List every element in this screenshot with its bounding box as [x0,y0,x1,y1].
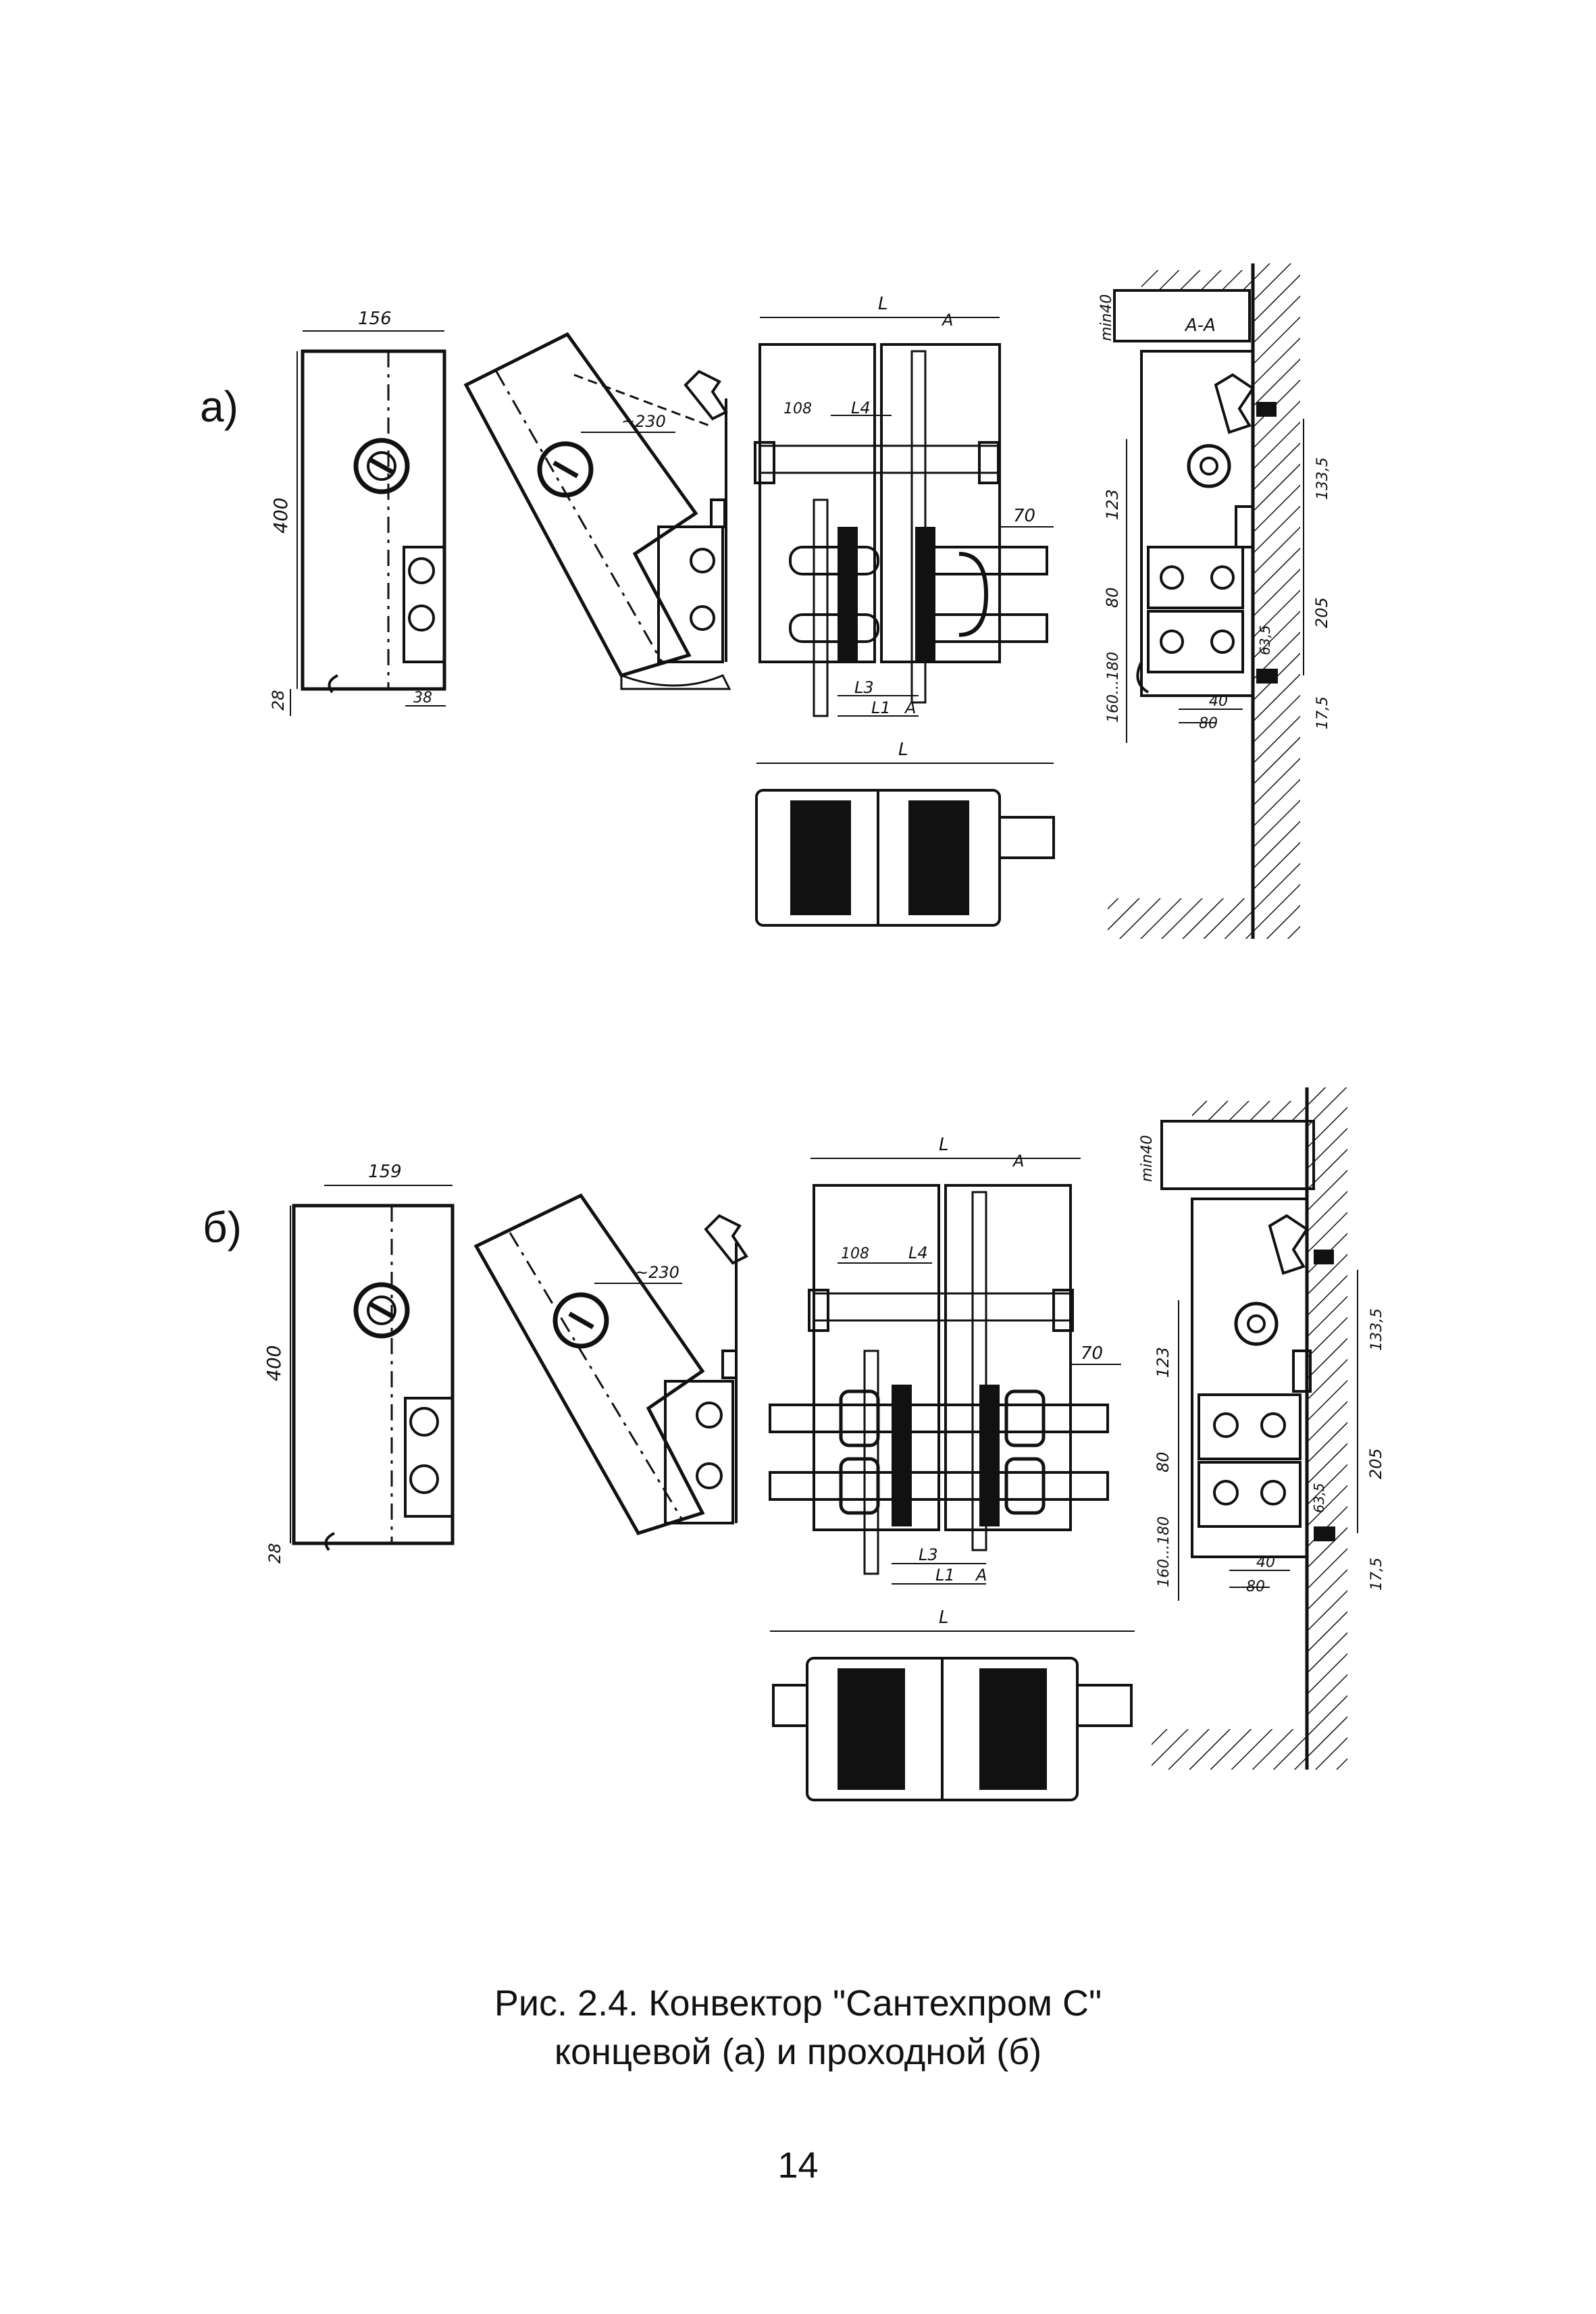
section-mark-top: A [941,311,953,330]
dim-160-180: 160...180 [1105,652,1122,723]
dim-plan-length: L [898,740,908,760]
figure-caption-line1: Рис. 2.4. Конвектор "Сантехпром С" [494,1983,1102,2024]
figure-label-b: б) [203,1203,242,1252]
dim-min-gap-b: min40 [1139,1135,1156,1182]
section-view-b: min40 123 80 160...180 133,5 205 63,5 17… [1139,1087,1385,1770]
dim-133-5: 133,5 [1314,457,1331,500]
open-view-b: ~230 [473,1193,748,1535]
dim-80-b: 80 [1154,1451,1173,1472]
dim-plan-length-b: L [939,1608,949,1628]
dim-63-5: 63,5 [1257,625,1273,655]
figure-caption-line2: концевой (а) и проходной (б) [554,2032,1042,2072]
page-number: 14 [777,2145,819,2186]
front-view-b: L 108 L4 L3 L1 A A 70 [769,1135,1121,1585]
dim-17-5: 17,5 [1314,696,1331,729]
dim-L3: L3 [854,678,874,697]
dim-205: 205 [1312,597,1331,628]
open-view-a: ~230 [463,332,731,690]
section-mark-bottom-b: A [975,1566,987,1585]
dim-open-lid: ~230 [621,412,666,431]
dim-70-b: 70 [1081,1343,1103,1364]
dim-L1: L1 [871,698,891,717]
plan-view-b: L [770,1608,1135,1801]
dim-123-b: 123 [1154,1347,1173,1378]
dim-40: 40 [1209,693,1228,710]
drawing-b-pass-through-convector: 159 400 28 ~230 L [0,1067,1596,1844]
side-view-a: 156 400 28 38 [269,309,446,716]
section-mark-top-b: A [1012,1152,1024,1171]
dim-L4: L4 [851,398,871,417]
dim-40-b: 40 [1256,1554,1275,1571]
dim-width-side: 156 [358,309,392,329]
dim-80b: 80 [1199,715,1218,732]
dim-108: 108 [783,401,812,417]
dim-min-gap: min40 [1098,294,1115,341]
dim-80: 80 [1103,587,1122,608]
dim-length-front-b: L [939,1135,949,1155]
dim-height-side-b: 400 [263,1345,285,1381]
dim-160-180-b: 160...180 [1156,1516,1173,1587]
dim-width-side-b: 159 [368,1162,402,1182]
section-mark-bottom: A [904,698,916,717]
dim-bottom-gap: 28 [269,690,288,711]
plan-view-a: L [755,740,1055,927]
dim-open-lid-b: ~230 [635,1263,679,1282]
side-view-b: 159 400 28 [263,1162,455,1564]
drawing-a-terminal-convector: 156 400 28 38 ~230 L [0,230,1596,993]
dim-L3-b: L3 [919,1545,938,1564]
dim-80b-b: 80 [1246,1578,1265,1595]
dim-133-5-b: 133,5 [1368,1308,1385,1351]
dim-length-front: L [878,294,888,314]
section-title: A-A [1184,315,1216,336]
dim-L1-b: L1 [935,1566,955,1585]
dim-108-b: 108 [841,1245,869,1262]
dim-205-b: 205 [1366,1448,1385,1479]
front-view-a: L 108 L4 L3 L1 A A 70 [754,294,1054,717]
section-view-a: A-A min40 123 80 160...180 133,5 205 63,… [1098,263,1331,939]
dim-L4-b: L4 [908,1243,928,1262]
dim-17-5-b: 17,5 [1368,1558,1385,1591]
dim-height-side: 400 [269,498,292,534]
dim-bottom-gap-b: 28 [265,1543,284,1564]
dim-63-5-b: 63,5 [1311,1483,1327,1513]
figure-label-a: а) [200,382,238,431]
dim-70: 70 [1013,506,1035,526]
dim-base-width: 38 [413,690,432,706]
dim-123: 123 [1103,489,1122,520]
figure-caption: Рис. 2.4. Конвектор "Сантехпром С" конце… [0,1979,1596,2076]
